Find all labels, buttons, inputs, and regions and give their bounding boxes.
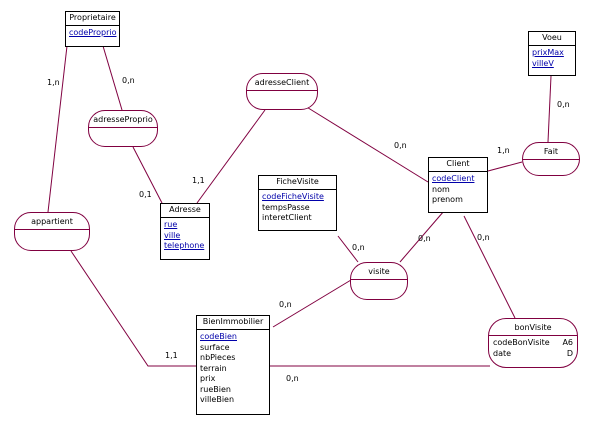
cardinality-bonvisite-client: 0,n (477, 233, 490, 242)
link-fait-voeu (547, 75, 552, 143)
entity-key-attribute: villeV (532, 58, 554, 68)
relation-divider (489, 335, 577, 336)
entity-key-attribute: codeBien (200, 332, 237, 341)
link-bonvisite-client (463, 215, 516, 319)
entity-fichevisite[interactable]: FicheVisite codeFicheVisite tempsPasse i… (258, 175, 337, 231)
relation-title: appartient (31, 217, 73, 226)
relation-title: adresseClient (254, 78, 310, 87)
entity-key-attribute: codeProprio (69, 28, 117, 37)
link-adresseclient-adresse (196, 109, 266, 204)
entity-attribute: terrain (200, 363, 227, 373)
entity-adresse[interactable]: Adresse rue ville telephone (160, 203, 210, 260)
relation-divider (523, 159, 579, 160)
cardinality-adresseclient-client: 0,n (394, 141, 407, 150)
cardinality-appartient-proprietaire: 1,n (47, 78, 60, 87)
relation-appartient[interactable]: appartient (14, 212, 90, 251)
entity-key-attribute: telephone (164, 241, 205, 250)
relation-divider (247, 90, 317, 91)
relation-bonvisite[interactable]: bonVisite codeBonVisite A6 date D (488, 318, 578, 368)
entity-attribute: prenom (432, 195, 463, 204)
relation-divider (351, 279, 407, 280)
link-adresseclient-client (304, 105, 429, 183)
cardinality-visite-client: 0,n (418, 234, 431, 243)
entity-attribute: tempsPasse (262, 202, 310, 212)
link-visite-client (399, 210, 445, 263)
entity-attribute: interetClient (262, 213, 312, 222)
relation-fait[interactable]: Fait (522, 142, 580, 176)
relation-attribute-name: date (493, 349, 512, 358)
entity-key-attribute: prixMax (532, 48, 564, 57)
relation-attribute-type: D (566, 349, 573, 358)
relation-attribute-name: codeBonVisite (493, 338, 550, 347)
cardinality-adresseproprio-proprietaire: 0,n (122, 76, 135, 85)
entity-client[interactable]: Client codeClient nom prenom (428, 157, 488, 213)
entity-key-attribute: codeClient (432, 174, 475, 183)
cardinality-appartient-bienimmobilier: 1,1 (165, 351, 178, 360)
cardinality-visite-bienimmobilier: 0,n (279, 300, 292, 309)
entity-attribute: rueBien (200, 384, 231, 394)
relation-title: adresseProprio (93, 115, 153, 124)
relation-title: bonVisite (514, 323, 552, 332)
entity-bienimmobilier[interactable]: BienImmobilier codeBien surface nbPieces… (196, 315, 270, 415)
cardinality-bonvisite-bienimmobilier: 0,n (286, 374, 299, 383)
relation-divider (89, 127, 157, 128)
link-visite-bienimmobilier (272, 279, 352, 328)
relation-attribute: codeBonVisite A6 (493, 337, 573, 348)
entity-title: BienImmobilier (197, 316, 269, 330)
entity-title: Voeu (529, 32, 575, 46)
entity-attribute: prix (200, 374, 216, 383)
link-appartient-proprietaire (47, 45, 68, 213)
relation-title: Fait (543, 147, 559, 156)
link-adresseproprio-adresse (132, 146, 163, 204)
entity-key-attribute: ville (164, 230, 181, 240)
entity-title: FicheVisite (259, 176, 336, 190)
relation-divider (15, 229, 89, 230)
relation-attribute: date D (493, 348, 573, 359)
entity-attribute: surface (200, 342, 230, 352)
entity-attribute: nom (432, 184, 450, 194)
cardinality-fait-client: 1,n (497, 146, 510, 155)
cardinality-visite-fichevisite: 0,n (352, 243, 365, 252)
entity-attribute: villeBien (200, 395, 235, 404)
relation-title: visite (368, 267, 390, 276)
entity-title: Proprietaire (66, 12, 119, 26)
cardinality-adresseproprio-adresse: 0,1 (139, 190, 152, 199)
link-appartient-bienimmobilier (70, 250, 196, 367)
entity-voeu[interactable]: Voeu prixMax villeV (528, 31, 576, 76)
relation-adresseclient[interactable]: adresseClient (246, 73, 318, 110)
link-adresseproprio-proprietaire (102, 45, 123, 111)
entity-attribute: nbPieces (200, 353, 236, 362)
link-fait-client (487, 161, 523, 172)
relation-visite[interactable]: visite (350, 262, 408, 300)
entity-proprietaire[interactable]: Proprietaire codeProprio (65, 11, 120, 47)
entity-key-attribute: rue (164, 220, 178, 229)
relation-attribute-type: A6 (562, 338, 573, 347)
cardinality-fait-voeu: 0,n (557, 100, 570, 109)
entity-title: Adresse (161, 204, 209, 218)
cardinality-adresseclient-adresse: 1,1 (192, 176, 205, 185)
link-visite-fichevisite (337, 235, 359, 263)
relation-adresseproprio[interactable]: adresseProprio (88, 110, 158, 147)
entity-key-attribute: codeFicheVisite (262, 192, 324, 201)
entity-title: Client (429, 158, 487, 172)
